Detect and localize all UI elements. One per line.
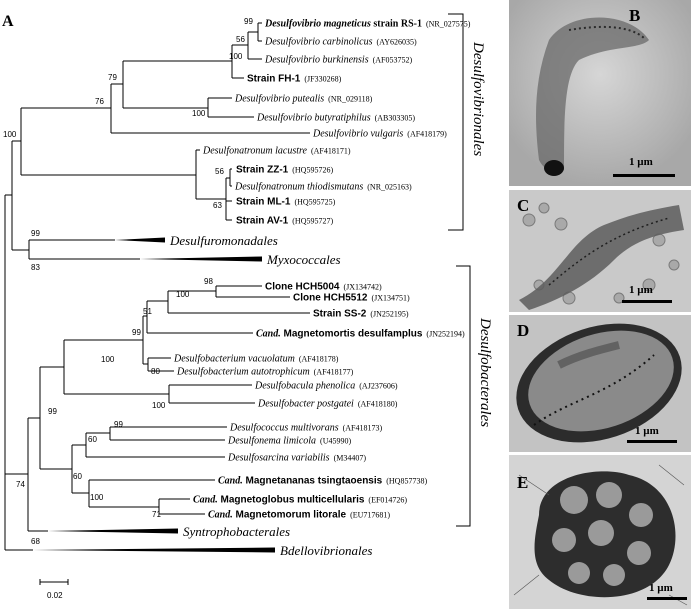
leaf-label: Desulfobacula phenolica(AJ237606) <box>254 381 398 392</box>
leaf-label: Strain FH-1(JF330268) <box>247 74 342 85</box>
collapsed-clades <box>33 237 275 553</box>
leaf-label: Desulfonatronum lacustre(AF418171) <box>202 146 351 157</box>
triangle-syntrophobacterales <box>48 528 178 534</box>
bootstrap-value: 98 <box>204 277 213 286</box>
bootstrap-value: 100 <box>90 493 104 502</box>
leaf-labels: Desulfovibrio magneticus strain RS-1(NR_… <box>173 19 471 521</box>
leaf-label: Desulfovibrio magneticus strain RS-1(NR_… <box>264 19 471 30</box>
bootstrap-value: 71 <box>152 510 161 519</box>
bootstrap-value: 99 <box>132 328 141 337</box>
bootstrap-values: 99 56 100 79 76 100 100 56 63 99 83 98 1… <box>3 17 253 546</box>
bootstrap-value: 100 <box>176 290 190 299</box>
leaf-label: Strain ML-1(HQ595725) <box>236 197 336 208</box>
bootstrap-value: 56 <box>236 35 245 44</box>
bootstrap-value: 60 <box>88 435 97 444</box>
tree-scale-label: 0.02 <box>47 591 63 600</box>
micrograph-scale-bar <box>627 440 677 443</box>
leaf-label: Strain AV-1(HQ595727) <box>236 216 333 227</box>
leaf-label: Clone HCH5512(JX134751) <box>293 293 410 304</box>
bootstrap-value: 68 <box>31 537 40 546</box>
bootstrap-value: 99 <box>31 229 40 238</box>
leaf-label: Desulfosarcina variabilis(M34407) <box>227 453 366 464</box>
clade-label: Syntrophobacterales <box>183 524 290 539</box>
leaf-label: Clone HCH5004(JX134742) <box>265 282 382 293</box>
clade-label: Bdellovibrionales <box>280 543 372 558</box>
leaf-label: Strain SS-2(JN252195) <box>313 309 409 320</box>
leaf-label: Cand. Magnetananas tsingtaoensis(HQ85773… <box>218 476 427 487</box>
micrograph-scale-bar <box>647 597 687 600</box>
cell-illustration <box>509 455 691 609</box>
leaf-label: Desulfonatronum thiodismutans(NR_025163) <box>234 182 412 193</box>
leaf-label: Desulfovibrio butyratiphilus(AB303305) <box>256 113 415 124</box>
clade-label: Desulfuromonadales <box>169 233 278 248</box>
bootstrap-value: 51 <box>143 307 152 316</box>
cell-illustration <box>509 315 691 452</box>
bootstrap-value: 100 <box>3 130 17 139</box>
leaf-label: Desulfovibrio vulgaris(AF418179) <box>312 129 447 140</box>
micrograph-scale-label: 1 µm <box>629 284 653 296</box>
leaf-label: Desulfovibrio carbinolicus(AY626035) <box>264 37 417 48</box>
micrograph-c: C 1 µm <box>509 190 691 312</box>
bootstrap-value: 83 <box>31 263 40 272</box>
micrograph-d: D 1 µm <box>509 315 691 452</box>
micrograph-scale-label: 1 µm <box>649 582 673 594</box>
bootstrap-value: 100 <box>192 109 206 118</box>
leaf-label: Cand. Magnetoglobus multicellularis(EF01… <box>193 495 407 506</box>
bootstrap-value: 99 <box>244 17 253 26</box>
micrograph-scale-bar <box>613 174 675 177</box>
leaf-label: Cand. Magnetomorum litorale(EU717681) <box>208 510 390 521</box>
bootstrap-value: 74 <box>16 480 25 489</box>
leaf-label: Desulfovibrio burkinensis(AF053752) <box>264 55 413 66</box>
triangle-bdellovibrionales <box>33 547 275 553</box>
micrograph-b: B 1 µm <box>509 0 691 186</box>
bootstrap-value: 60 <box>73 472 82 481</box>
leaf-label: Desulfobacterium autotrophicum(AF418177) <box>176 367 354 378</box>
cell-illustration <box>509 0 691 186</box>
bootstrap-value: 80 <box>151 367 160 376</box>
clade-label: Myxococcales <box>266 252 341 267</box>
phylogenetic-tree: A Desulfovibrio magneticus strain RS-1(N… <box>2 13 493 600</box>
micrograph-scale-bar <box>622 300 672 303</box>
micrograph-scale-label: 1 µm <box>629 156 653 168</box>
micrograph-letter: E <box>517 473 529 492</box>
panel-a-letter: A <box>2 13 14 30</box>
tree-branches <box>4 13 471 551</box>
cell-illustration <box>509 190 691 312</box>
order-label: Desulfovibrionales <box>470 41 486 156</box>
tree-scale-bar <box>39 579 69 585</box>
bootstrap-value: 100 <box>229 52 243 61</box>
leaf-label: Desulfobacter postgatei(AF418180) <box>257 399 398 410</box>
triangle-desulfuromonadales <box>115 237 165 243</box>
bootstrap-value: 79 <box>108 73 117 82</box>
micrograph-e: E 1 µm <box>509 455 691 609</box>
order-label: Desulfobacterales <box>477 317 493 427</box>
micrograph-scale-label: 1 µm <box>635 425 659 437</box>
leaf-label: Desulfobacterium vacuolatum(AF418178) <box>173 354 339 365</box>
bootstrap-value: 63 <box>213 201 222 210</box>
bootstrap-value: 100 <box>152 401 166 410</box>
bootstrap-value: 100 <box>101 355 115 364</box>
leaf-label: Desulfonema limicola(U45990) <box>227 436 351 447</box>
bootstrap-value: 99 <box>114 420 123 429</box>
micrograph-letter: B <box>629 6 641 25</box>
leaf-label: Strain ZZ-1(HQ595726) <box>236 165 333 176</box>
micrograph-letter: C <box>517 196 530 215</box>
leaf-label: Cand. Magnetomortis desulfamplus(JN25219… <box>256 329 465 340</box>
bootstrap-value: 76 <box>95 97 104 106</box>
triangle-myxococcales <box>140 256 262 262</box>
micrograph-letter: D <box>517 321 530 340</box>
leaf-label: Desulfococcus multivorans(AF418173) <box>229 423 382 434</box>
bootstrap-value: 99 <box>48 407 57 416</box>
leaf-label: Desulfovibrio putealis(NR_029118) <box>234 94 373 105</box>
bootstrap-value: 56 <box>215 167 224 176</box>
